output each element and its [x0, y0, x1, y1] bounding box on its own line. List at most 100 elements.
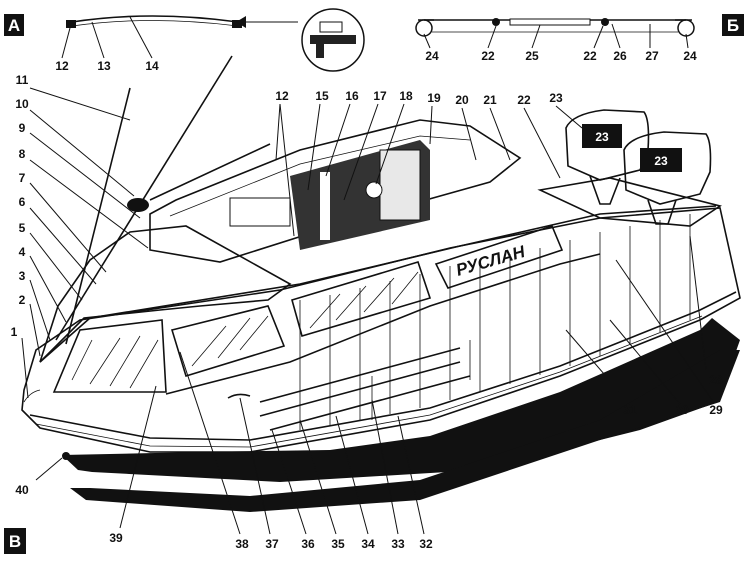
motor-1-number: 23 [595, 130, 609, 144]
turnbuckle-left [492, 18, 500, 26]
leader-b24-left [423, 33, 431, 49]
keel-shadow [70, 350, 740, 512]
callout-15: 15 [315, 89, 329, 103]
motors [537, 109, 722, 227]
bow-skeg [62, 452, 70, 460]
hull-hatching [299, 214, 691, 430]
callout-17: 17 [373, 89, 387, 103]
cabin: РУСЛАН [39, 119, 601, 399]
leader-18 [375, 103, 405, 185]
leader-21 [489, 107, 511, 161]
transom-shelf [537, 177, 722, 227]
callout-29: 29 [709, 403, 723, 417]
right-leaders [565, 235, 713, 405]
callout-40: 40 [15, 483, 29, 497]
motor-2-number: 23 [654, 154, 668, 168]
motor-1-leg [589, 175, 621, 205]
callout-33: 33 [391, 537, 405, 551]
leader-35 [299, 419, 337, 535]
callout-9: 9 [19, 121, 26, 135]
roof-rail [149, 143, 271, 201]
side-window-2 [291, 261, 432, 337]
callout-b22-right: 22 [583, 49, 597, 63]
leader-12a [275, 103, 281, 161]
callout-32: 32 [419, 537, 433, 551]
turnbuckle-right [601, 18, 609, 26]
top-leaders [275, 103, 583, 237]
leader-38 [179, 351, 241, 535]
boat-hull: М 75 [21, 205, 741, 525]
callout-1: 1 [11, 325, 18, 339]
leader-8 [29, 159, 149, 249]
leader-29 [615, 259, 713, 401]
leader-31 [565, 329, 631, 405]
callout-b24-right: 24 [683, 49, 697, 63]
leader-19 [429, 105, 433, 145]
callout-39: 39 [109, 531, 123, 545]
door-handle [227, 393, 251, 399]
side-window-2-glare [309, 271, 419, 329]
leader-4 [29, 255, 67, 323]
windshield-frame [39, 225, 292, 363]
callout-34: 34 [361, 537, 375, 551]
callout-2: 2 [19, 293, 26, 307]
cabin-roof [149, 119, 522, 263]
leader-a13 [91, 21, 105, 59]
callout-28: 28 [709, 373, 723, 387]
leader-11 [29, 87, 131, 121]
pulley-right [677, 19, 695, 37]
front-window-glare [71, 335, 159, 389]
leader-22 [523, 107, 561, 179]
section-v-label: В [9, 532, 21, 551]
leader-a12 [61, 27, 71, 59]
leader-2 [29, 303, 41, 357]
pulley-left [415, 19, 433, 37]
roof-profile [71, 15, 239, 23]
callout-6: 6 [19, 195, 26, 209]
leader-20 [461, 107, 477, 161]
steering-wheel [365, 181, 383, 199]
strake-ends [371, 340, 471, 420]
motor-2-leg [647, 199, 677, 225]
leader-7 [29, 182, 107, 273]
section-b-box [722, 14, 744, 36]
callout-7: 7 [19, 171, 26, 185]
inset-b: Б [415, 14, 744, 49]
cabin-door [379, 149, 421, 221]
callout-18: 18 [399, 89, 413, 103]
callout-10: 10 [15, 97, 29, 111]
section-a-label: А [8, 16, 20, 35]
cabin-side-line [165, 253, 601, 395]
callout-b26: 26 [613, 49, 627, 63]
hull-strakes [259, 347, 471, 431]
callout-19: 19 [427, 91, 441, 105]
section-v-box [4, 528, 26, 554]
leader-9 [29, 132, 141, 219]
hull-logo: М 75 [175, 513, 199, 525]
cabin-pillar [320, 172, 330, 240]
navigation-light [127, 198, 149, 212]
callout-a12: 12 [55, 59, 69, 73]
roof-line [169, 135, 471, 217]
leader-37 [239, 397, 271, 535]
section-a-box [4, 14, 24, 36]
antenna-mast [55, 55, 233, 341]
nameplate [434, 225, 564, 289]
side-window-1 [170, 305, 286, 377]
roof-clamp-left [66, 20, 76, 28]
leader-3 [29, 279, 51, 341]
motor-2-badge [640, 148, 682, 172]
callout-a14: 14 [145, 59, 159, 73]
leader-33 [371, 399, 399, 535]
hull-side [21, 207, 741, 453]
spring-tube [509, 18, 591, 26]
callout-30: 30 [675, 403, 689, 417]
bottom-leaders [35, 351, 425, 535]
leader-32 [397, 415, 425, 535]
leader-28 [689, 235, 707, 371]
inset-a: А [4, 8, 365, 72]
detail-clamp [319, 21, 343, 33]
flag-staff [65, 87, 131, 345]
callout-21: 21 [483, 93, 497, 107]
